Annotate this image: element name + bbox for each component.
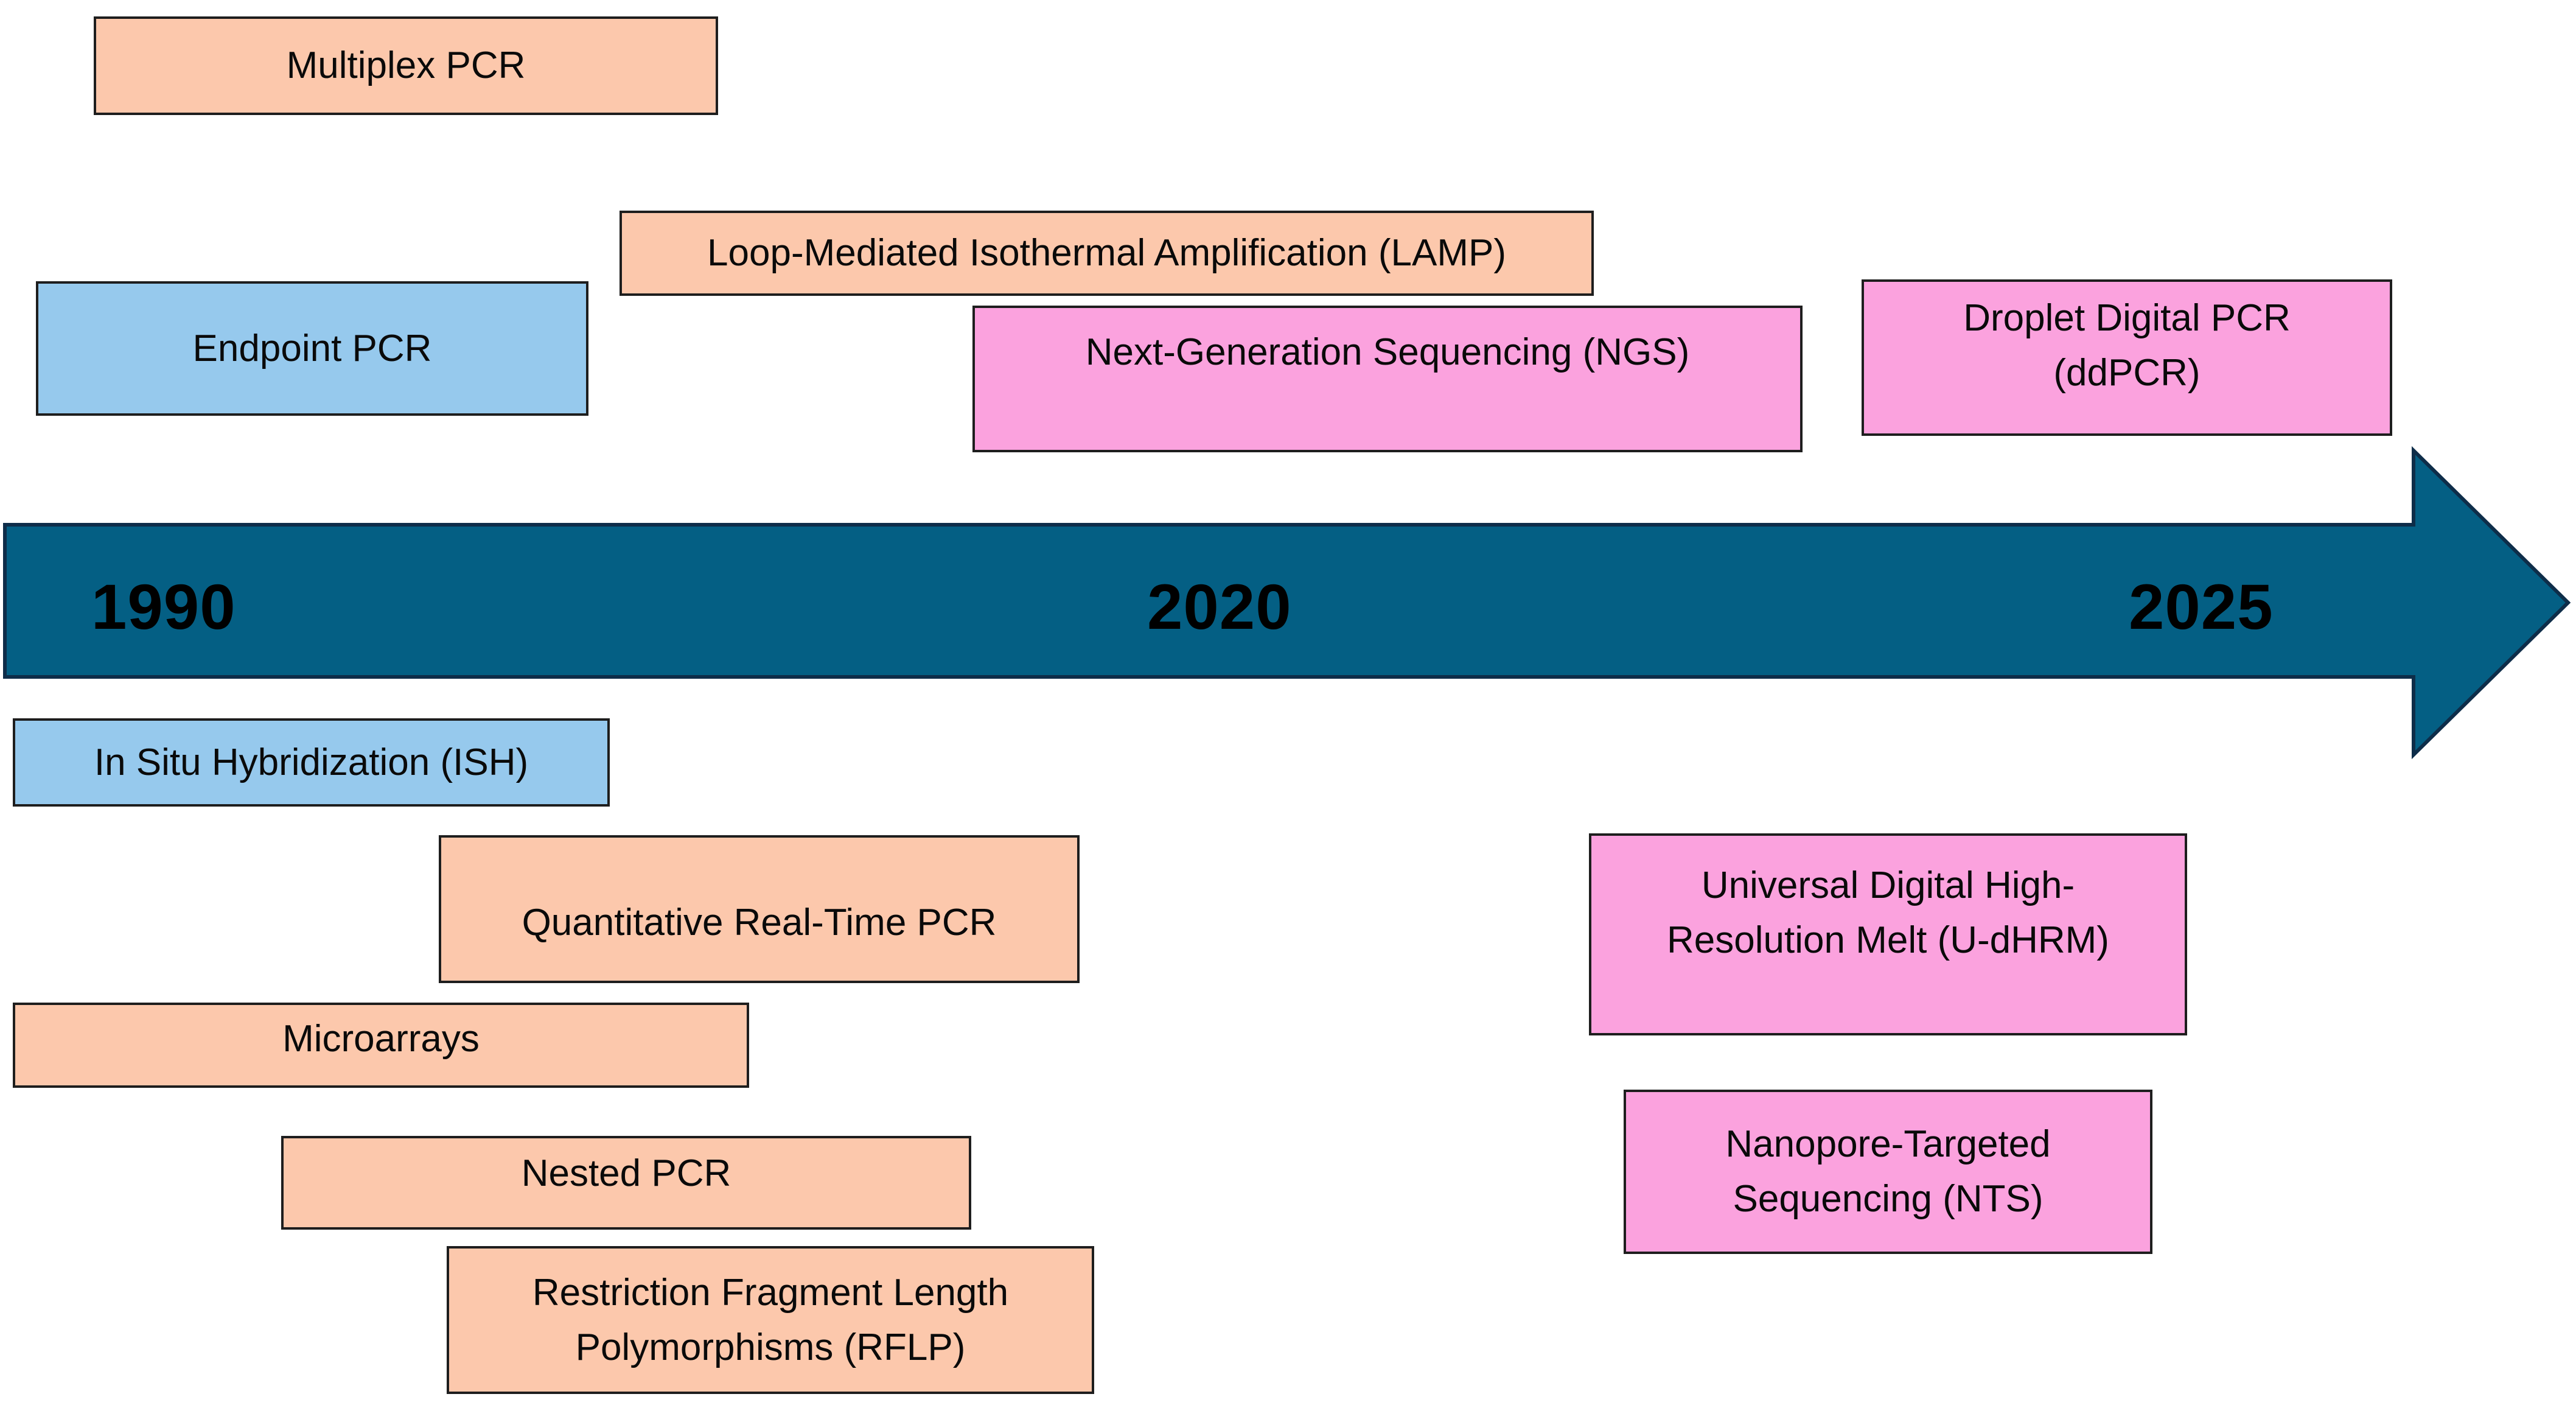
year-label-2025: 2025 <box>2129 572 2274 643</box>
box-endpoint-pcr-label: Endpoint PCR <box>192 327 432 370</box>
box-ddpcr: Droplet Digital PCR (ddPCR) <box>1862 279 2392 436</box>
box-udhrm-line-1: Universal Digital High- <box>1701 864 2075 907</box>
box-udhrm-line-2: Resolution Melt (U-dHRM) <box>1667 919 2109 961</box>
box-nts-line-1: Nanopore-Targeted <box>1725 1123 2051 1166</box>
box-ish-label: In Situ Hybridization (ISH) <box>94 741 529 783</box>
timeline-arrow <box>3 446 2571 760</box>
box-ddpcr-line-1: Droplet Digital PCR <box>1963 296 2291 339</box>
box-microarrays: Microarrays <box>13 1003 749 1088</box>
box-nested-pcr: Nested PCR <box>281 1136 971 1230</box>
box-ngs-label: Next-Generation Sequencing (NGS) <box>1085 331 1690 373</box>
box-rflp: Restriction Fragment Length Polymorphism… <box>447 1246 1094 1394</box>
box-ngs: Next-Generation Sequencing (NGS) <box>972 306 1803 452</box>
box-ddpcr-line-2: (ddPCR) <box>2053 351 2201 394</box>
year-label-1990: 1990 <box>91 572 236 643</box>
box-lamp-label: Loop-Mediated Isothermal Amplification (… <box>707 232 1506 275</box>
box-qpcr: Quantitative Real-Time PCR <box>439 835 1080 983</box>
box-udhrm: Universal Digital High- Resolution Melt … <box>1589 833 2187 1035</box>
box-ish: In Situ Hybridization (ISH) <box>13 718 610 807</box>
box-ddpcr-label: Droplet Digital PCR (ddPCR) <box>1963 291 2291 401</box>
box-multiplex-pcr-label: Multiplex PCR <box>286 44 526 87</box>
box-nts-label: Nanopore-Targeted Sequencing (NTS) <box>1725 1117 2050 1227</box>
box-rflp-label: Restriction Fragment Length Polymorphism… <box>532 1266 1008 1375</box>
box-multiplex-pcr: Multiplex PCR <box>94 16 718 115</box>
box-endpoint-pcr: Endpoint PCR <box>36 281 588 416</box>
box-qpcr-label: Quantitative Real-Time PCR <box>522 902 997 944</box>
year-label-2020: 2020 <box>1147 572 1292 643</box>
box-nts: Nanopore-Targeted Sequencing (NTS) <box>1624 1090 2152 1254</box>
box-nts-line-2: Sequencing (NTS) <box>1733 1178 2044 1220</box>
box-rflp-line-2: Polymorphisms (RFLP) <box>575 1326 966 1368</box>
box-lamp: Loop-Mediated Isothermal Amplification (… <box>620 211 1594 296</box>
box-rflp-line-1: Restriction Fragment Length <box>532 1271 1009 1314</box>
box-nested-pcr-label: Nested PCR <box>521 1152 731 1195</box>
box-microarrays-label: Microarrays <box>282 1018 480 1060</box>
box-udhrm-label: Universal Digital High- Resolution Melt … <box>1667 858 2109 968</box>
